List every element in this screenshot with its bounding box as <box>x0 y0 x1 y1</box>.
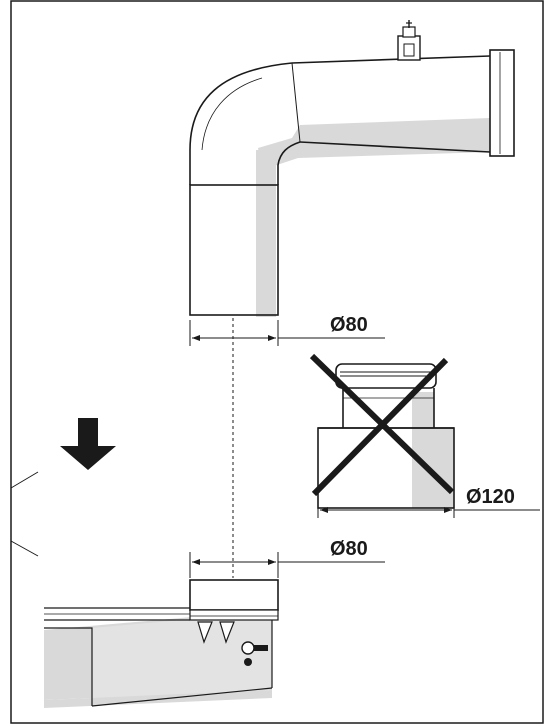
down-arrow-icon <box>60 418 116 470</box>
flue-spigot <box>189 579 279 611</box>
diagram-border <box>10 0 544 724</box>
test-port-nipple <box>397 20 421 61</box>
boiler-top-section <box>44 579 279 708</box>
lower-dimension: Ø80 <box>189 538 385 578</box>
prohibited-cross-icon <box>309 353 455 497</box>
adapter-dimension: Ø120 <box>317 486 540 518</box>
view-line-top <box>10 471 39 489</box>
pipe-end-socket <box>489 49 515 157</box>
test-point-icon <box>241 641 268 666</box>
upper-dimension: Ø80 <box>189 314 385 346</box>
elbow-inner-curve <box>277 141 301 185</box>
vertical-pipe <box>189 184 279 316</box>
elbow-outer-curve <box>189 62 293 185</box>
upper-diameter-label: Ø80 <box>330 314 368 336</box>
lower-diameter-label: Ø80 <box>330 538 368 560</box>
view-line-bottom <box>10 540 39 557</box>
elbow-pipe-assembly <box>189 20 515 317</box>
adapter-diameter-label: Ø120 <box>466 486 515 508</box>
